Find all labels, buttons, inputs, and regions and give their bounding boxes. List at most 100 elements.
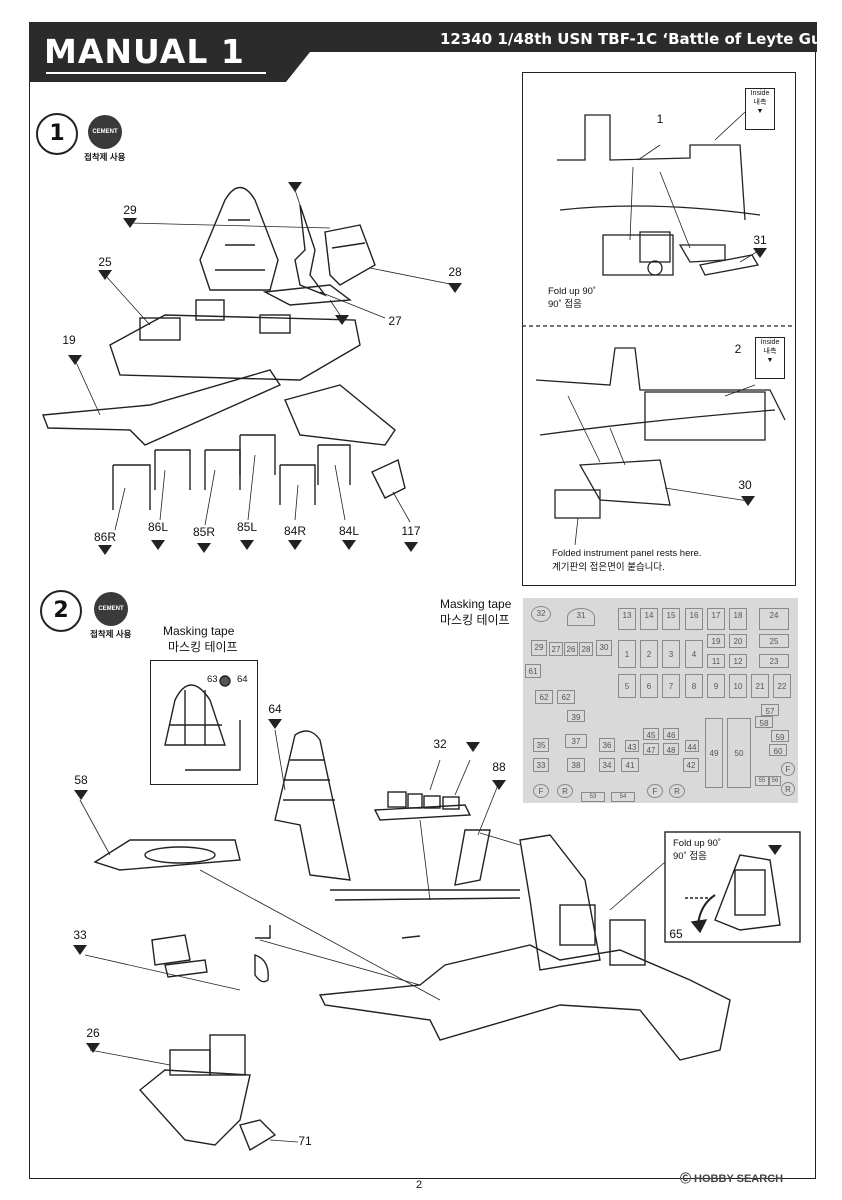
mask-label: 29 [531, 640, 547, 656]
mask-label: 17 [707, 608, 725, 630]
part-25: 25 [98, 255, 112, 269]
mask-label: 33 [533, 758, 549, 772]
mask-label: 13 [618, 608, 636, 630]
mask-label: 43 [625, 740, 639, 752]
mask-label: 62 [535, 690, 553, 704]
part-88: 88 [492, 760, 506, 774]
note-en: Folded instrument panel rests here. [552, 548, 702, 559]
mask-label: 8 [685, 674, 703, 698]
mask-label: 5 [618, 674, 636, 698]
mask-label: 20 [729, 634, 747, 648]
mask-label: 56 [769, 776, 781, 786]
inside-en: Inside [760, 339, 780, 346]
masking-sheet-title-kr: 마스킹 테이프 [440, 613, 510, 627]
part-27: 27 [388, 314, 402, 328]
mask-label: 7 [662, 674, 680, 698]
mask-64: 64 [237, 674, 248, 685]
mask-label: 9 [707, 674, 725, 698]
mask-label: 62 [557, 690, 575, 704]
part-86R: 86R [93, 530, 117, 544]
mask-label: 42 [683, 758, 699, 772]
part-33: 33 [73, 928, 87, 942]
mask-63: 63 [207, 674, 218, 685]
mask-label: 25 [759, 634, 789, 648]
kit-subtitle: 12340 1/48th USN TBF-1C ‘Battle of Leyte… [440, 30, 841, 48]
part-64: 64 [268, 702, 282, 716]
fold-label-en: Fold up 90˚ [673, 838, 722, 849]
part-2: 2 [734, 342, 742, 356]
mask-label: 32 [531, 606, 551, 622]
part-1: 1 [656, 112, 664, 126]
cement-icon: CEMENT [94, 592, 128, 626]
part-84L: 84L [338, 524, 360, 538]
fold-label-kr: 90˚ 접음 [548, 299, 582, 310]
mask-label: 35 [533, 738, 549, 752]
mask-label: 60 [769, 744, 787, 756]
inside-kr: 내측 [763, 348, 777, 355]
mask-label: 23 [759, 654, 789, 668]
part-58: 58 [74, 773, 88, 787]
mask-label: F [781, 762, 795, 776]
sprue-triangle-icon: ▼ [756, 108, 764, 115]
inside-en: Inside [750, 90, 770, 97]
fold-label-en: Fold up 90˚ [548, 286, 597, 297]
mask-label: F [647, 784, 663, 798]
step-2-number: 2 [40, 590, 82, 632]
mask-label: 15 [662, 608, 680, 630]
mask-label: 26 [564, 642, 578, 656]
mask-label: 49 [705, 718, 723, 788]
mask-label: 34 [599, 758, 615, 772]
manual-title: MANUAL 1 [44, 32, 245, 71]
part-28: 28 [448, 265, 462, 279]
part-31: 31 [753, 233, 767, 247]
mask-label: R [669, 784, 685, 798]
part-65: 65 [669, 927, 683, 941]
part-71: 71 [298, 1134, 312, 1148]
mask-label: 2 [640, 640, 658, 668]
step-1-number: 1 [36, 113, 78, 155]
mask-label: 22 [773, 674, 791, 698]
part-26: 26 [86, 1026, 100, 1040]
inside-kr: 내측 [753, 99, 767, 106]
part-86L: 86L [147, 520, 169, 534]
cement-caption: 접착제 사용 [90, 629, 132, 639]
masking-inset-title-kr: 마스킹 테이프 [168, 640, 238, 654]
mask-label: 24 [759, 608, 789, 630]
mask-label: 57 [761, 704, 779, 716]
mask-label: 36 [599, 738, 615, 752]
mask-label: 37 [565, 734, 587, 748]
part-85R: 85R [192, 525, 216, 539]
masking-sheet-title-en: Masking tape [440, 597, 512, 611]
mask-label: 11 [707, 654, 725, 668]
note-kr: 계기판의 접은면이 붙습니다. [552, 562, 665, 573]
masking-inset-title-en: Masking tape [163, 624, 235, 638]
mask-label: 18 [729, 608, 747, 630]
part-117: 117 [401, 524, 421, 538]
mask-label: 44 [685, 740, 699, 752]
sprue-triangle-icon: ▼ [766, 357, 774, 364]
mask-label: 41 [621, 758, 639, 772]
part-84R: 84R [283, 524, 307, 538]
mask-label: 19 [707, 634, 725, 648]
mask-label: 45 [643, 728, 659, 740]
cement-caption: 접착제 사용 [84, 152, 126, 162]
mask-label: 4 [685, 640, 703, 668]
mask-label: 54 [611, 792, 635, 802]
fold-label-kr: 90˚ 접음 [673, 851, 707, 862]
mask-label: 14 [640, 608, 658, 630]
mask-label: 38 [567, 758, 585, 772]
mask-label: 3 [662, 640, 680, 668]
mask-label: 50 [727, 718, 751, 788]
mask-label: 28 [579, 642, 593, 656]
masking-sheet: 13 14 15 16 17 18 24 19 20 25 11 12 23 1… [523, 598, 798, 803]
mask-label: 59 [771, 730, 789, 742]
mask-label: 6 [640, 674, 658, 698]
mask-label: 12 [729, 654, 747, 668]
mask-label: 16 [685, 608, 703, 630]
mask-label: 47 [643, 743, 659, 755]
mask-label: F [533, 784, 549, 798]
mask-label: 46 [663, 728, 679, 740]
